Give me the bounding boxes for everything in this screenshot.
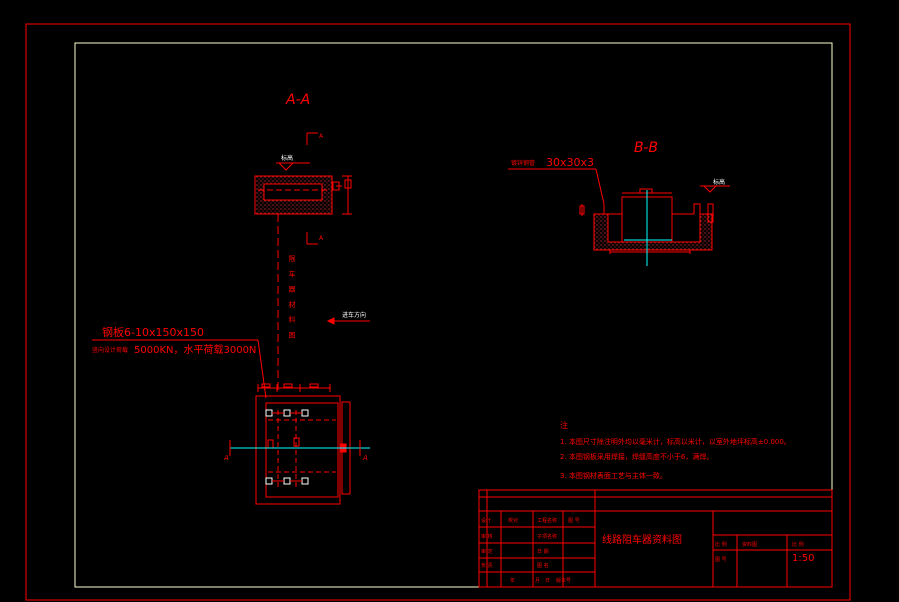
section-bb: B-B 镀锌钢管 30x30x3 标高 (508, 140, 730, 254)
outer-frame (25, 23, 851, 601)
notes: 注 1. 本图尺寸除注明外均以毫米计，标高以米计，以室外地坪标高±0.000。 … (560, 420, 791, 480)
drawing-name: 线路阻车器资料图 (602, 533, 682, 546)
aa-elev-mark: 标高 (281, 154, 293, 162)
tb-review: 审 核 (481, 533, 493, 540)
note-1: 1. 本图尺寸除注明外均以毫米计，标高以米计，以室外地坪标高±0.000。 (560, 437, 791, 446)
load-note: 5000KN，水平荷载3000N (134, 344, 256, 356)
tb-drawname: 图 名 (537, 562, 549, 569)
section-aa-label: A-A (285, 92, 310, 108)
tb-approve: 审 定 (481, 548, 493, 555)
section-aa: A-A A A 标高 (254, 92, 352, 245)
vertical-title: 限 车 器 材 料 图 (288, 254, 296, 341)
bb-elev-mark: 标高 (713, 178, 725, 186)
section-bb-label: B-B (634, 140, 658, 156)
tb-type: 资料图 (742, 541, 757, 548)
tb-design: 设计 (481, 517, 491, 524)
tb-version: 版本号 (556, 577, 571, 584)
direction-label: 进车方向 (342, 311, 366, 319)
notes-title: 注 (560, 420, 568, 430)
tb-drawno: 图 号 (568, 518, 580, 524)
cut-mark-bottom: A (319, 235, 324, 242)
tb-year: 年 (510, 577, 515, 584)
note-2: 2. 本图钢板采用焊接，焊缝高度不小于6，满焊。 (560, 452, 713, 461)
plan-view (255, 383, 351, 505)
pipe-note: 30x30x3 (546, 156, 594, 169)
tb-scale-label: 比 例 (715, 541, 727, 548)
tb-project: 工程名称 (537, 517, 557, 524)
tb-check: 校对 (508, 517, 518, 524)
drawing-scale: 1:50 (792, 553, 814, 564)
tb-day: 日 (545, 578, 550, 584)
side-mark-right: A (362, 454, 368, 462)
direction-indicator: 进车方向 (326, 311, 370, 325)
cut-mark-top: A (319, 133, 324, 140)
tb-date: 日 期 (537, 549, 549, 555)
tb-scale-label-2: 比 例 (792, 541, 804, 548)
title-block (478, 489, 833, 588)
inner-frame (74, 42, 833, 588)
tb-drawno-label: 图 号 (715, 557, 727, 563)
tb-subitem: 子项名称 (537, 533, 557, 540)
note-3: 3. 本图钢材表面工艺与主体一致。 (560, 471, 667, 480)
pipe-prefix: 镀锌钢管 (511, 159, 535, 167)
load-prefix: 竖向设计荷载 (92, 346, 128, 354)
anchor-note: 钢板6-10x150x150 (102, 325, 204, 339)
side-mark-left: A (223, 454, 229, 462)
tb-lead: 负 责 (481, 562, 493, 569)
tb-month: 月 (535, 578, 540, 584)
